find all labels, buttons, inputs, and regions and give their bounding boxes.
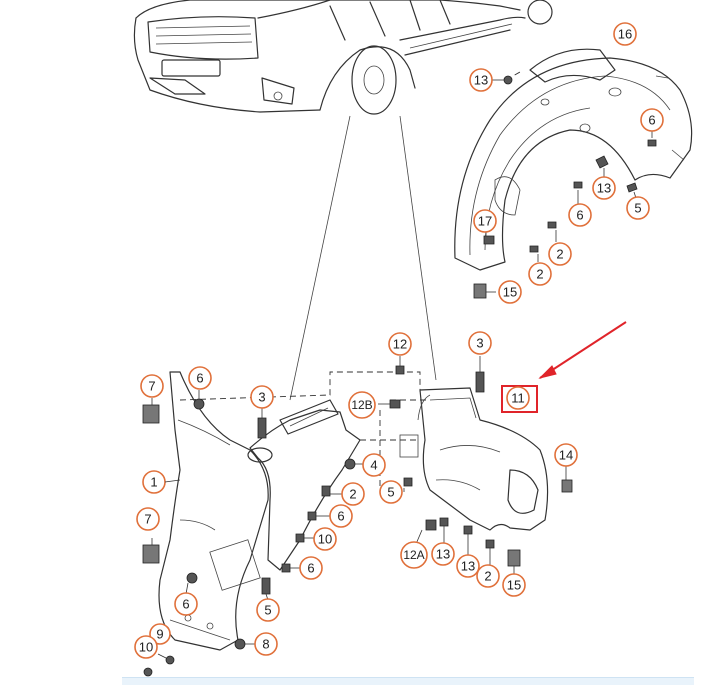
callout-5: 5 xyxy=(626,196,650,220)
callout-16: 16 xyxy=(613,22,637,46)
callout-label: 17 xyxy=(478,214,492,229)
callout-12a: 12A xyxy=(400,541,428,569)
callout-17: 17 xyxy=(473,209,497,233)
callout-3: 3 xyxy=(468,331,492,355)
callout-15: 15 xyxy=(498,280,522,304)
callout-7: 7 xyxy=(140,374,164,398)
callout-label: 3 xyxy=(476,336,483,351)
callout-15: 15 xyxy=(502,573,526,597)
callout-label: 5 xyxy=(264,603,271,618)
callout-label: 8 xyxy=(262,637,269,652)
callout-label: 2 xyxy=(536,267,543,282)
callout-8: 8 xyxy=(254,632,278,656)
callout-13: 13 xyxy=(592,176,616,200)
callout-4: 4 xyxy=(362,453,386,477)
callout-label: 16 xyxy=(618,27,632,42)
callout-label: 10 xyxy=(139,640,153,655)
callout-label: 6 xyxy=(182,597,189,612)
callout-label: 11 xyxy=(511,391,525,406)
callout-label: 10 xyxy=(318,532,332,547)
callout-label: 2 xyxy=(484,569,491,584)
car-to-liner-leader xyxy=(289,115,351,401)
callout-6: 6 xyxy=(568,203,592,227)
callout-label: 12B xyxy=(351,398,372,412)
callout-5: 5 xyxy=(256,598,280,622)
callout-label: 12 xyxy=(393,337,407,352)
callout-1-leader xyxy=(164,479,181,483)
bottom-scroll-strip xyxy=(122,677,694,685)
callout-label: 13 xyxy=(461,559,475,574)
callout-3: 3 xyxy=(250,385,274,409)
callout-label: 2 xyxy=(556,247,563,262)
callout-2: 2 xyxy=(476,564,500,588)
highlight-arrow xyxy=(539,321,627,379)
callout-13: 13 xyxy=(469,68,493,92)
callout-13: 13 xyxy=(431,542,455,566)
callout-label: 4 xyxy=(370,458,377,473)
callout-11: 11 xyxy=(506,386,530,410)
callout-6: 6 xyxy=(640,108,664,132)
callout-9: 9 xyxy=(149,623,171,645)
callout-label: 5 xyxy=(634,201,641,216)
callout-label: 14 xyxy=(559,448,573,463)
callout-2: 2 xyxy=(341,482,365,506)
highlight-box xyxy=(501,385,538,413)
callout-label: 6 xyxy=(337,509,344,524)
callout-label: 6 xyxy=(576,208,583,223)
callout-label: 6 xyxy=(648,113,655,128)
callout-12b: 12B xyxy=(348,391,376,419)
assembly-dash-line xyxy=(179,371,421,401)
callout-label: 7 xyxy=(144,512,151,527)
callout-label: 1 xyxy=(150,475,157,490)
callout-label: 12A xyxy=(403,548,424,562)
callout-label: 13 xyxy=(597,181,611,196)
callout-label: 13 xyxy=(474,73,488,88)
car-to-liner-leader xyxy=(399,115,437,381)
callout-14: 14 xyxy=(554,443,578,467)
callout-label: 9 xyxy=(156,627,163,642)
callout-12: 12 xyxy=(388,332,412,356)
callout-6: 6 xyxy=(299,556,323,580)
callout-1: 1 xyxy=(142,470,166,494)
callout-2: 2 xyxy=(528,262,552,286)
callout-label: 13 xyxy=(436,547,450,562)
callout-label: 6 xyxy=(196,371,203,386)
callout-7: 7 xyxy=(136,507,160,531)
callout-label: 5 xyxy=(387,485,394,500)
callout-10: 10 xyxy=(134,635,158,659)
callout-label: 15 xyxy=(507,578,521,593)
front-liner-left xyxy=(158,371,269,651)
rear-liner-fasteners xyxy=(473,75,657,299)
callout-10: 10 xyxy=(313,527,337,551)
callout-label: 3 xyxy=(258,390,265,405)
callout-6: 6 xyxy=(174,592,198,616)
callout-label: 7 xyxy=(148,379,155,394)
callout-label: 2 xyxy=(349,487,356,502)
car-illustration xyxy=(133,0,553,115)
front-liner-middle xyxy=(247,399,361,571)
callout-5: 5 xyxy=(379,480,403,504)
callout-label: 15 xyxy=(503,285,517,300)
front-fasteners xyxy=(142,356,573,677)
highlight-arrowhead xyxy=(538,365,557,379)
callout-6: 6 xyxy=(329,504,353,528)
callout-label: 6 xyxy=(307,561,314,576)
callout-13: 13 xyxy=(456,554,480,578)
front-liner-right xyxy=(399,387,549,531)
callout-2: 2 xyxy=(548,242,572,266)
callout-6: 6 xyxy=(188,366,212,390)
